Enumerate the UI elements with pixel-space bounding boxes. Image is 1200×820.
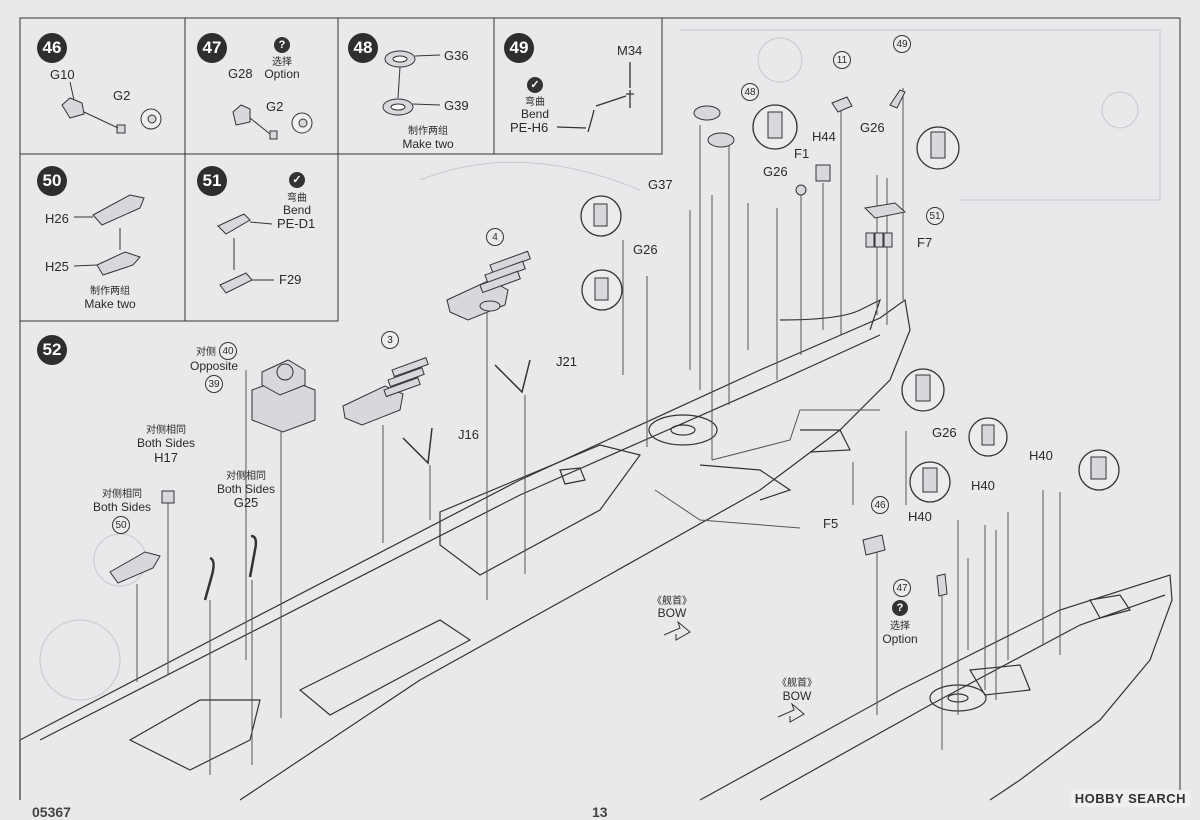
catalog-number: 05367 (32, 804, 71, 820)
part-label: G37 (648, 177, 673, 192)
ref-step: 40 (219, 342, 237, 360)
opposite-label-zh: 对侧 (196, 347, 216, 358)
step-number: 51 (197, 166, 227, 196)
ref-step: 47 (893, 579, 911, 597)
step-number: 47 (197, 33, 227, 63)
bend-icon: ✓ (289, 172, 305, 188)
part-label: H25 (45, 259, 69, 274)
watermark: HOBBY SEARCH (1070, 790, 1190, 807)
part-label: G36 (444, 48, 469, 63)
bow-label-zh: 《舰首》 (777, 678, 817, 689)
part-label: F1 (794, 146, 810, 161)
ref-step: 46 (871, 496, 889, 514)
part-label: F5 (823, 516, 839, 531)
option-label-zh: 选择 (890, 621, 910, 632)
part-label: G10 (50, 67, 75, 82)
step-number: 48 (348, 33, 378, 63)
ref-step: 51 (926, 207, 944, 225)
part-label: M34 (617, 43, 643, 58)
part-label: J21 (556, 354, 577, 369)
step-number: 52 (37, 335, 67, 365)
option-label: Option (882, 632, 918, 646)
hull-drawing (19, 298, 911, 801)
page-number: 13 (592, 804, 608, 820)
part-label: G25 (233, 495, 259, 510)
both-sides-zh: 对侧相同 (146, 425, 186, 436)
part-label: G26 (763, 164, 788, 179)
make-two-zh: 制作两组 (90, 286, 130, 297)
part-label: H17 (154, 450, 178, 465)
part-label: G28 (228, 66, 253, 81)
part-label: PE-D1 (277, 216, 316, 231)
bend-label-zh: 弯曲 (287, 193, 307, 204)
both-sides-label: Both Sides (216, 482, 276, 496)
part-label: G26 (932, 425, 957, 440)
ref-step: 4 (486, 228, 504, 246)
question-icon: ? (274, 37, 290, 53)
bend-icon: ✓ (527, 77, 543, 93)
option-label: Option (264, 67, 300, 81)
ref-step: 11 (833, 51, 851, 69)
make-two-zh: 制作两组 (408, 126, 448, 137)
ref-step: 50 (112, 516, 130, 534)
step-number: 50 (37, 166, 67, 196)
part-label: F29 (279, 272, 302, 287)
bow-label: BOW (782, 689, 812, 703)
part-label: PE-H6 (510, 120, 549, 135)
make-two-label: Make two (84, 297, 136, 311)
ref-step: 3 (381, 331, 399, 349)
part-label: H40 (1029, 448, 1053, 463)
both-sides-zh: 对侧相同 (102, 489, 142, 500)
part-label: G2 (266, 99, 284, 114)
part-label: F7 (917, 235, 933, 250)
part-label: G26 (633, 242, 658, 257)
part-label: G26 (860, 120, 885, 135)
ref-step: 48 (741, 83, 759, 101)
part-label: H40 (908, 509, 932, 524)
part-label: G2 (113, 88, 131, 103)
bend-label: Bend (282, 203, 312, 217)
part-label: H26 (45, 211, 69, 226)
both-sides-zh: 对侧相同 (226, 471, 266, 482)
ref-step: 49 (893, 35, 911, 53)
make-two-label: Make two (402, 137, 454, 151)
option-label-zh: 选择 (272, 57, 292, 68)
hull-drawing-2 (699, 574, 1173, 801)
bow-label-zh: 《舰首》 (652, 596, 692, 607)
bow-label: BOW (657, 606, 687, 620)
both-sides-label: Both Sides (136, 436, 196, 450)
part-label: J16 (458, 427, 479, 442)
bend-label: Bend (520, 107, 550, 121)
top-steps-frame (19, 17, 663, 155)
part-label: G39 (444, 98, 469, 113)
step-number: 49 (504, 33, 534, 63)
question-icon: ? (892, 600, 908, 616)
ref-step: 39 (205, 375, 223, 393)
part-label: H44 (812, 129, 836, 144)
both-sides-label: Both Sides (92, 500, 152, 514)
bend-label-zh: 弯曲 (525, 97, 545, 108)
opposite-label: Opposite (189, 359, 239, 373)
part-label: H40 (971, 478, 995, 493)
step-number: 46 (37, 33, 67, 63)
